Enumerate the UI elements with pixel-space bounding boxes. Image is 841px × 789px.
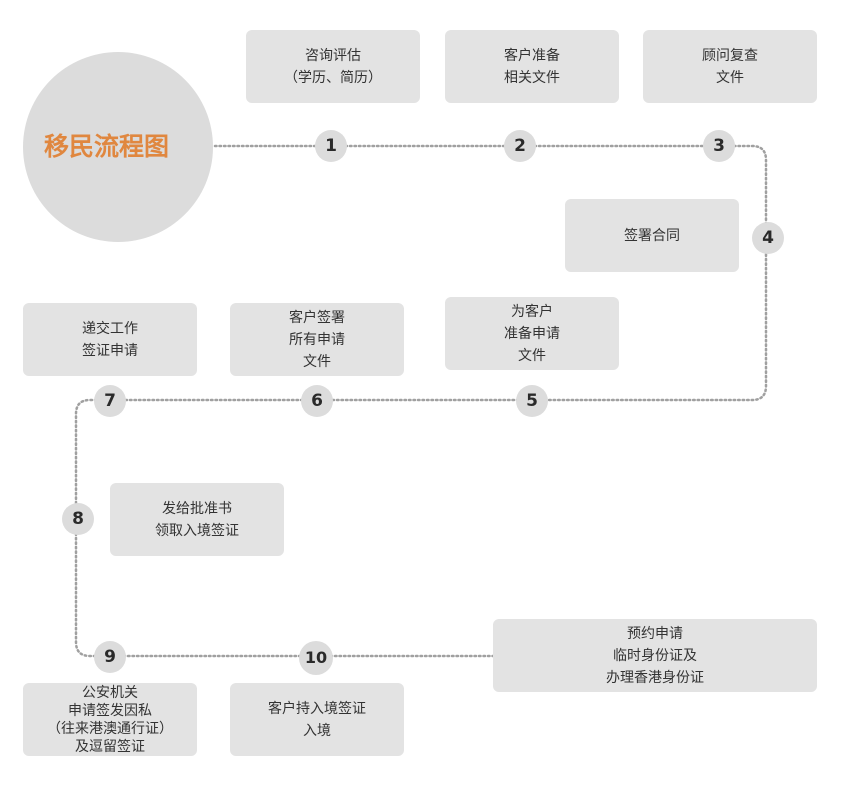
step-1-box: 咨询评估 （学历、简历） — [246, 30, 420, 103]
step-7-box: 递交工作 签证申请 — [23, 303, 197, 376]
step-3-number: 3 — [703, 130, 735, 162]
step-5-line-2: 准备申请 — [504, 325, 560, 342]
step-5-line-3: 文件 — [518, 347, 546, 364]
step-2-number: 2 — [504, 130, 536, 162]
step-6-line-3: 文件 — [303, 353, 331, 370]
step-4-line-1: 签署合同 — [624, 227, 680, 244]
step-8-line-1: 发给批准书 — [162, 500, 232, 517]
title-circle — [23, 52, 213, 242]
step-1-line-1: 咨询评估 — [305, 47, 361, 64]
step-7-line-1: 递交工作 — [82, 320, 138, 337]
diagram-title: 移民流程图 — [44, 132, 170, 161]
step-8-box: 发给批准书 领取入境签证 — [110, 483, 284, 556]
step-9-line-1: 公安机关 — [82, 684, 138, 701]
step-5-line-1: 为客户 — [511, 303, 553, 320]
step-10-line-1: 客户持入境签证 — [268, 700, 366, 717]
step-final-line-2: 临时身份证及 — [613, 647, 697, 664]
step-10-line-2: 入境 — [303, 722, 331, 739]
step-8-number: 8 — [62, 503, 94, 535]
step-2-line-2: 相关文件 — [504, 69, 560, 86]
step-4-box: 签署合同 — [565, 199, 739, 272]
step-5-number: 5 — [516, 385, 548, 417]
step-1-line-2: （学历、简历） — [284, 69, 382, 86]
step-3-box: 顾问复查 文件 — [643, 30, 817, 103]
step-final-box: 预约申请 临时身份证及 办理香港身份证 — [493, 619, 817, 692]
step-9-line-3: （往来港澳通行证） — [47, 720, 173, 737]
step-final-line-1: 预约申请 — [627, 625, 683, 642]
step-6-box: 客户签署 所有申请 文件 — [230, 303, 404, 376]
step-5-box: 为客户 准备申请 文件 — [445, 297, 619, 370]
step-2-box: 客户准备 相关文件 — [445, 30, 619, 103]
step-10-number: 10 — [299, 641, 333, 675]
step-8-line-2: 领取入境签证 — [155, 522, 239, 539]
step-7-line-2: 签证申请 — [82, 342, 138, 359]
step-6-line-2: 所有申请 — [289, 331, 345, 348]
step-final-line-3: 办理香港身份证 — [606, 669, 704, 686]
step-9-box: 公安机关 申请签发因私 （往来港澳通行证） 及逗留签证 — [23, 683, 197, 756]
step-9-line-4: 及逗留签证 — [75, 738, 145, 755]
step-1-number: 1 — [315, 130, 347, 162]
step-2-line-1: 客户准备 — [504, 47, 560, 64]
step-6-line-1: 客户签署 — [289, 309, 345, 326]
step-3-line-1: 顾问复查 — [702, 47, 758, 64]
step-3-line-2: 文件 — [716, 69, 744, 86]
step-4-number: 4 — [752, 222, 784, 254]
step-7-number: 7 — [94, 385, 126, 417]
step-6-number: 6 — [301, 385, 333, 417]
step-10-box: 客户持入境签证 入境 — [230, 683, 404, 756]
step-9-line-2: 申请签发因私 — [68, 702, 152, 719]
step-9-number: 9 — [94, 641, 126, 673]
